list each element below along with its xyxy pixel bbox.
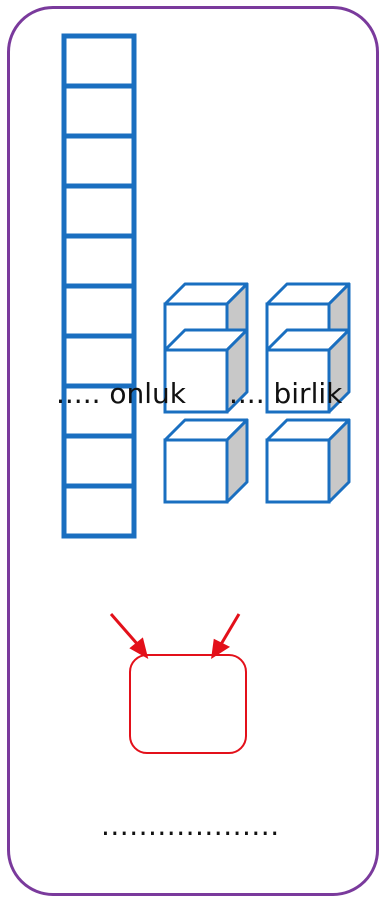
unit-cube (265, 418, 351, 504)
arrow-right (218, 613, 241, 647)
answer-line[interactable]: ................... (101, 809, 280, 842)
rod-unit (61, 233, 137, 289)
tens-label: ..... onluk (56, 377, 187, 410)
arrow-left-head (129, 637, 149, 660)
answer-box[interactable] (129, 654, 247, 754)
rod-unit (61, 283, 137, 339)
arrow-right-head (211, 638, 231, 660)
rod-unit (61, 33, 137, 89)
unit-cube (163, 418, 249, 504)
ones-label: .... birlik (229, 377, 343, 410)
rod-unit (61, 83, 137, 139)
tens-rod (61, 33, 137, 539)
rod-unit (61, 483, 137, 539)
arrows (109, 613, 241, 660)
rod-unit (61, 133, 137, 189)
arrow-left (109, 613, 141, 647)
rod-unit (61, 433, 137, 489)
rod-unit (61, 183, 137, 239)
